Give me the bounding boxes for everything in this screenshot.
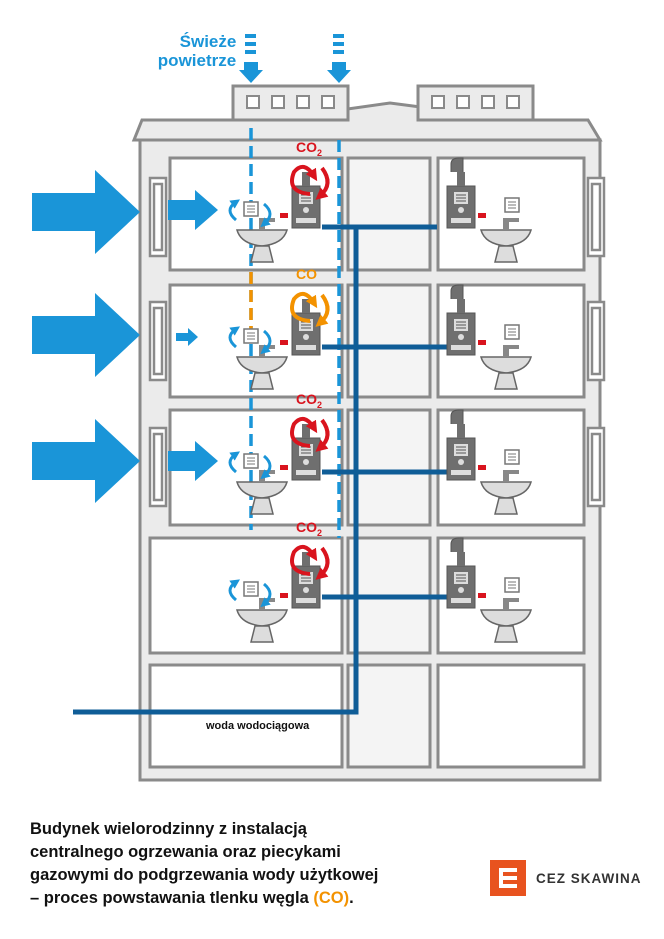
outside-wind <box>32 170 218 503</box>
co-highlight: (CO) <box>313 889 350 907</box>
floor-1-fixtures <box>228 157 532 263</box>
caption: Budynek wielorodzinny z instalacją centr… <box>30 818 450 910</box>
cez-logo-icon <box>490 860 526 896</box>
chimney-vents <box>246 95 520 109</box>
floor-3-fixtures <box>228 409 532 515</box>
co-label: CO <box>296 266 317 282</box>
caption-line-3: gazowymi do podgrzewania wody użytkowej <box>30 866 379 884</box>
fresh-air-arrow-left <box>245 34 256 54</box>
wind-arrow-floor-3 <box>32 419 140 503</box>
fresh-air-label-line1: Świeże <box>180 32 237 51</box>
building-diagram: Świeże powietrze woda wodociągowa <box>32 32 606 782</box>
apartment-fixtures <box>228 157 532 643</box>
indoor-draft-floor-3 <box>168 441 218 481</box>
indoor-draft-floor-1 <box>168 190 218 230</box>
co2-label: CO2 <box>296 139 322 158</box>
wind-arrow-floor-2 <box>32 293 140 377</box>
cez-logo-text: CEZ SKAWINA <box>536 870 642 886</box>
floor-2-fixtures <box>228 284 532 390</box>
basement-right <box>436 663 586 769</box>
caption-line-2: centralnego ogrzewania oraz piecykami <box>30 843 341 861</box>
emission-floor-2: CO <box>290 266 330 327</box>
indoor-draft-floor-2 <box>176 328 198 346</box>
fresh-air-arrow-right-head <box>327 62 351 83</box>
basement-left <box>148 663 344 769</box>
fresh-air-label-line2: powietrze <box>158 51 236 70</box>
co2-label: CO2 <box>296 519 322 538</box>
fresh-air-arrow-right <box>333 34 344 54</box>
stair-floor-1 <box>346 156 432 272</box>
caption-line-1: Budynek wielorodzinny z instalacją <box>30 820 307 838</box>
water-pipes <box>73 224 462 715</box>
caption-line-4: – proces powstawania tlenku węgla (CO). <box>30 889 354 907</box>
emission-floor-1: CO2 <box>290 139 330 200</box>
basement-mid <box>346 663 432 769</box>
cez-logo: CEZ SKAWINA <box>490 860 642 896</box>
windows <box>148 176 606 508</box>
wind-arrow-floor-1 <box>32 170 140 254</box>
stair-floor-2 <box>346 283 432 399</box>
stair-floor-3 <box>346 408 432 527</box>
emission-floor-4: CO2 <box>290 519 330 580</box>
fresh-air-arrow-left-head <box>239 62 263 83</box>
co2-label: CO2 <box>296 391 322 410</box>
water-label: woda wodociągowa <box>205 720 310 732</box>
emission-floor-3: CO2 <box>290 391 330 452</box>
fresh-air-intake: Świeże powietrze <box>158 32 351 83</box>
